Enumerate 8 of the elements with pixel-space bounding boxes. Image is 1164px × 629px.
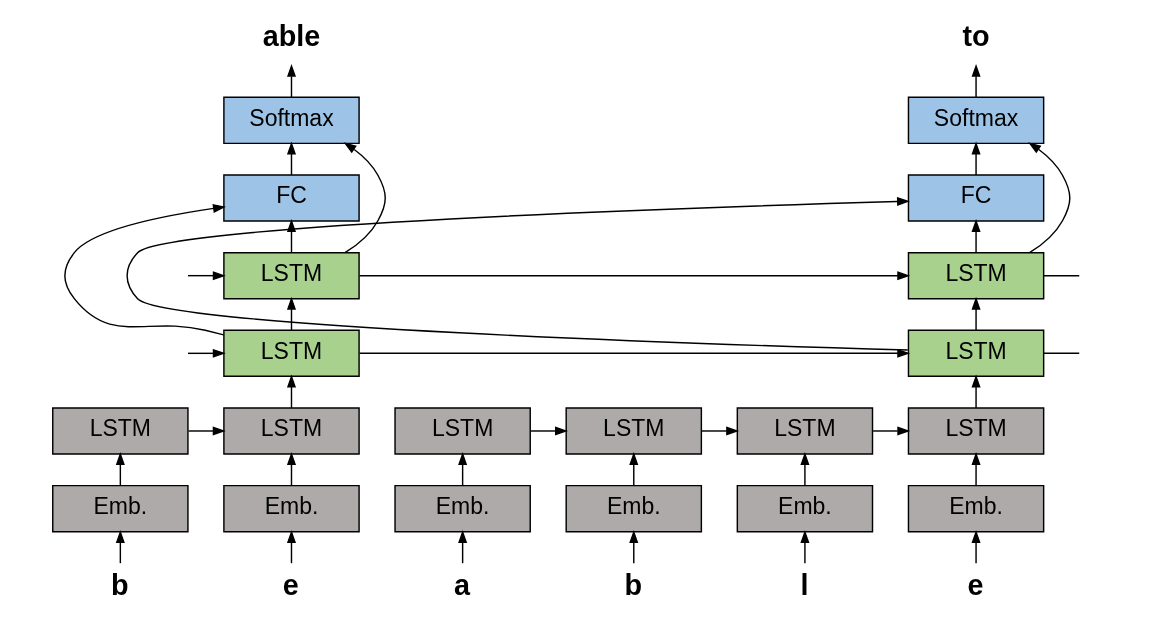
node-text: b	[624, 568, 642, 601]
node-text: to	[962, 19, 990, 52]
node-text: e	[282, 568, 299, 601]
node-text: b	[111, 568, 129, 601]
node-text: able	[262, 19, 321, 52]
node-text: l	[800, 568, 809, 601]
node-text: e	[967, 568, 984, 601]
node-text: a	[454, 568, 470, 601]
